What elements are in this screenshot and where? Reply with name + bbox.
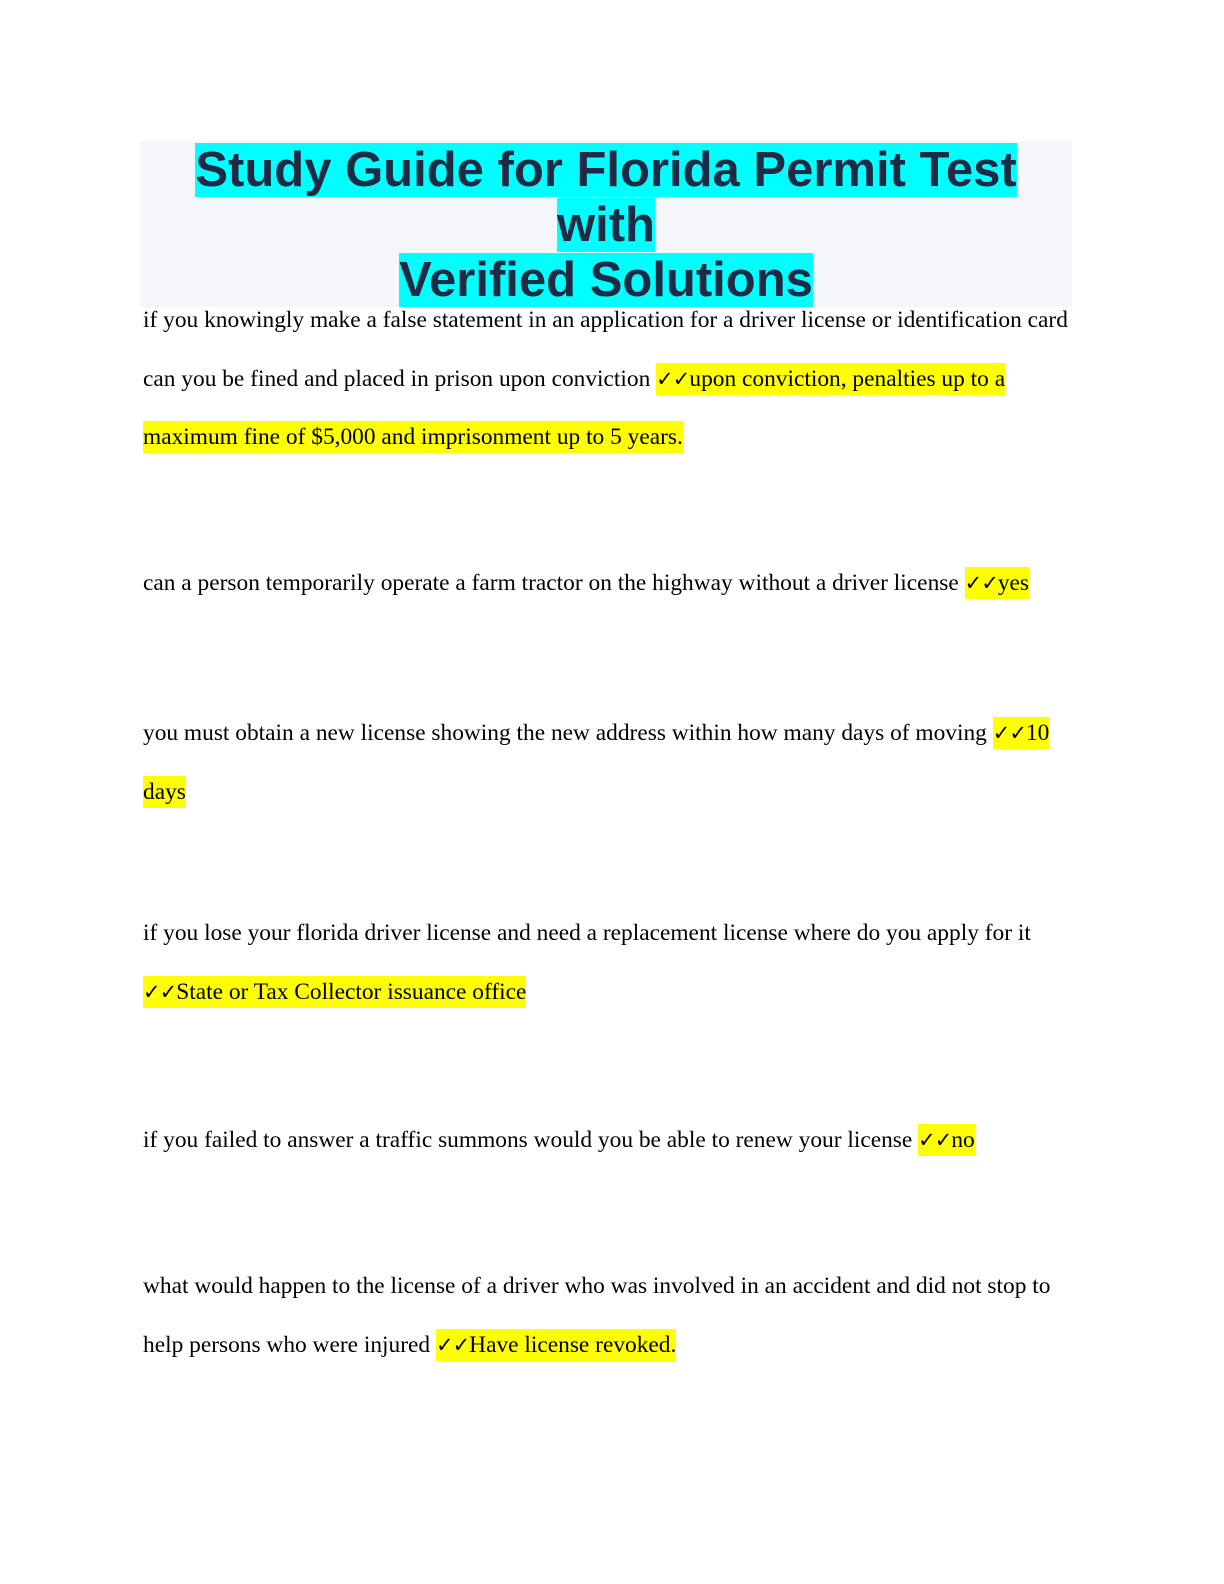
title-line-1: Study Guide for Florida Permit Test with xyxy=(195,143,1017,252)
answer-highlight: ✓✓yes xyxy=(964,567,1029,599)
question-text: you must obtain a new license showing th… xyxy=(143,720,987,746)
question-text: if you failed to answer a traffic summon… xyxy=(143,1127,913,1153)
double-check-icon: ✓✓ xyxy=(918,1128,952,1152)
answer-text: Have license revoked. xyxy=(469,1331,677,1358)
answer-highlight: ✓✓Have license revoked. xyxy=(435,1328,677,1361)
double-check-icon: ✓✓ xyxy=(143,979,177,1004)
double-check-icon: ✓✓ xyxy=(656,366,690,391)
question-text: what would happen to the license of a dr… xyxy=(143,1273,1051,1358)
answer-text: upon conviction, penalties up to a maxim… xyxy=(143,365,1006,451)
qa-item-2: can a person temporarily operate a farm … xyxy=(143,554,1083,613)
double-check-icon: ✓✓ xyxy=(964,571,999,595)
answer-text: yes xyxy=(997,570,1029,596)
page-title: Study Guide for Florida Permit Test with… xyxy=(140,141,1072,308)
double-check-icon: ✓✓ xyxy=(992,721,1027,745)
question-text: if you knowingly make a false statement … xyxy=(143,307,1068,392)
qa-item-3: you must obtain a new license showing th… xyxy=(143,704,1083,821)
answer-highlight: ✓✓no xyxy=(918,1124,975,1156)
question-text: if you lose your florida driver license … xyxy=(143,920,1031,946)
answer-text: no xyxy=(951,1127,975,1153)
answer-text: 10 days xyxy=(143,720,1050,805)
double-check-icon: ✓✓ xyxy=(435,1332,470,1357)
title-line-2: Verified Solutions xyxy=(399,253,813,307)
qa-item-5: if you failed to answer a traffic summon… xyxy=(143,1111,1083,1170)
answer-highlight: ✓✓State or Tax Collector issuance office xyxy=(143,975,527,1008)
title-banner: Study Guide for Florida Permit Test with… xyxy=(140,141,1072,307)
qa-item-1: if you knowingly make a false statement … xyxy=(143,291,1083,467)
question-text: can a person temporarily operate a farm … xyxy=(143,570,959,596)
qa-item-6: what would happen to the license of a dr… xyxy=(143,1257,1083,1374)
answer-text: State or Tax Collector issuance office xyxy=(176,978,527,1005)
qa-item-4: if you lose your florida driver license … xyxy=(143,904,1083,1021)
